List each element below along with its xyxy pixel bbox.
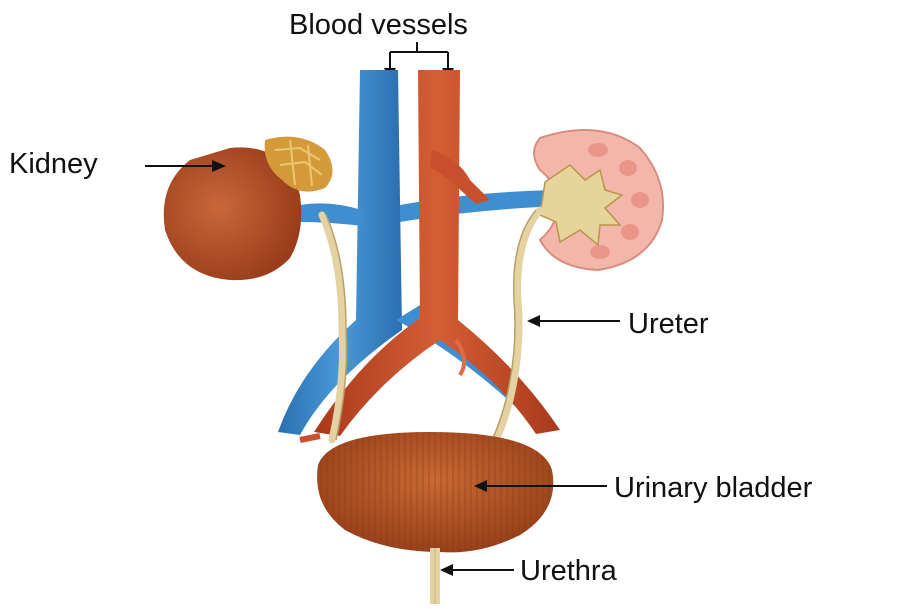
ureter-label: Ureter [628, 310, 709, 339]
urethra-label: Urethra [520, 557, 617, 586]
kidney-label: Kidney [9, 150, 98, 179]
ureter-pointer [527, 315, 620, 327]
urinary-bladder-label: Urinary bladder [614, 474, 812, 503]
blood-vessels-label: Blood vessels [289, 11, 468, 40]
urinary-bladder [317, 432, 553, 552]
urethra-pointer [440, 564, 514, 576]
right-kidney [534, 130, 663, 270]
